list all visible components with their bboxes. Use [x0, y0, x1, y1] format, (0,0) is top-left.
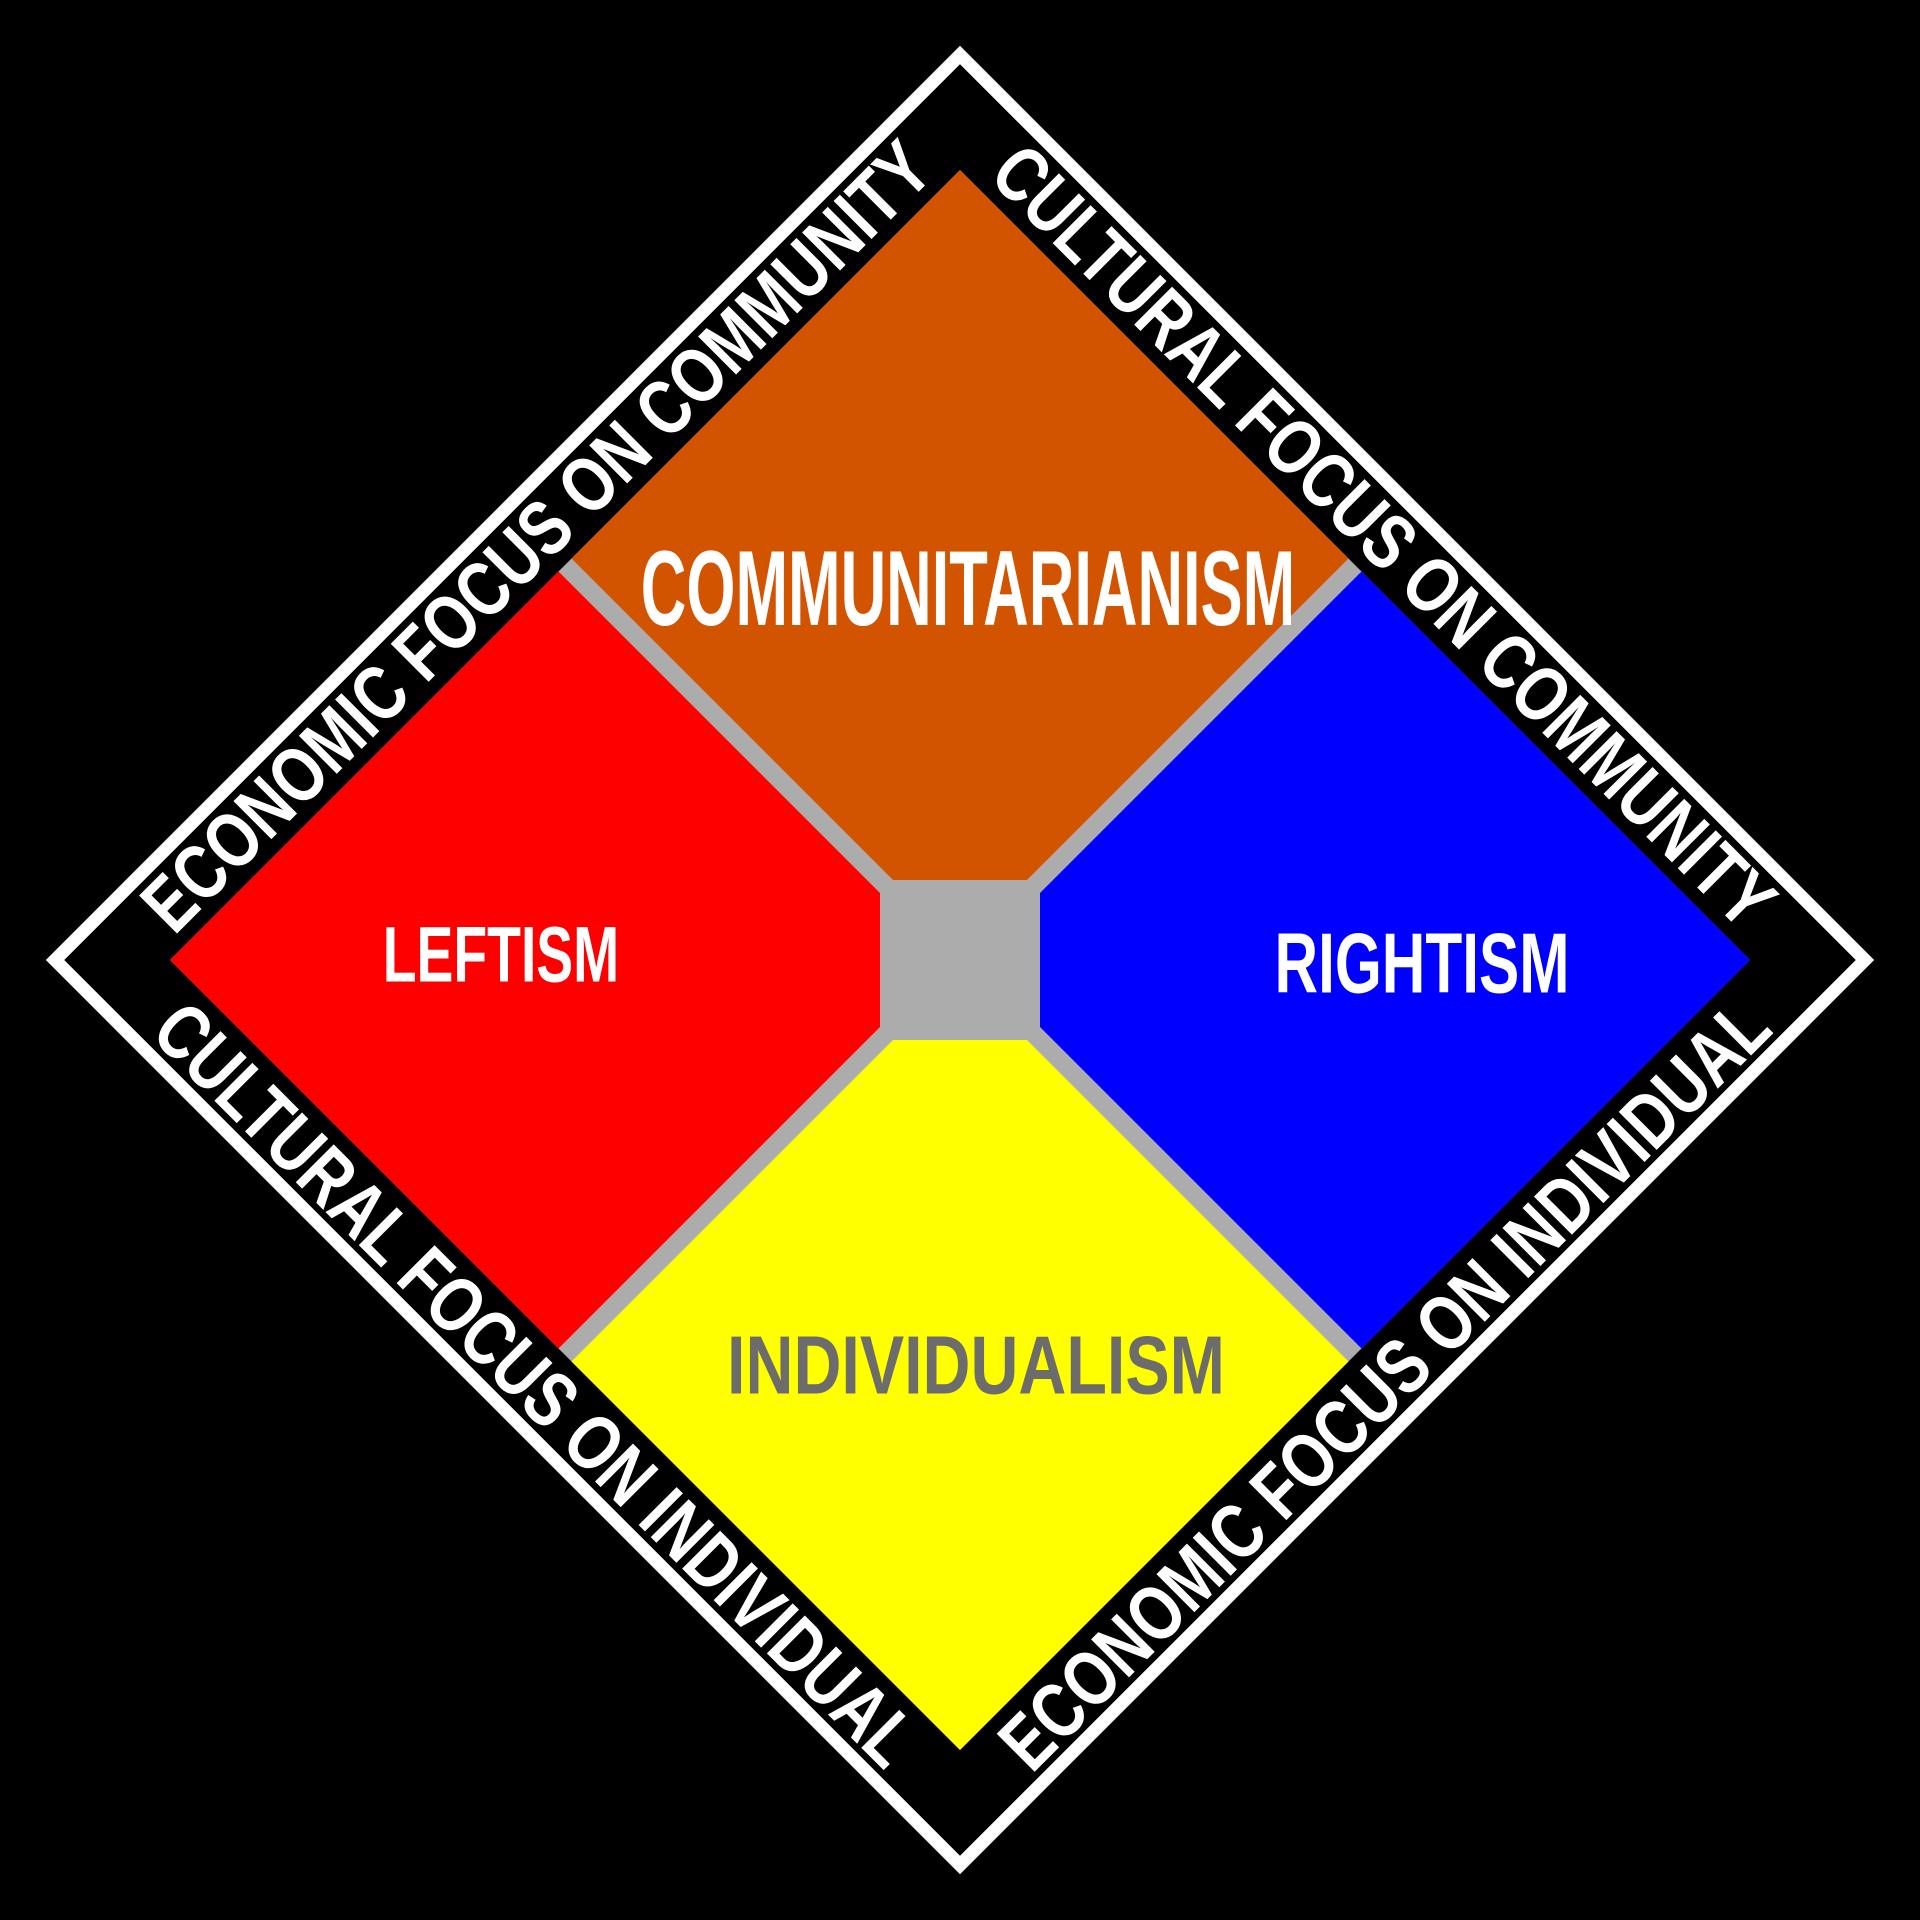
quadrant-rightism [1040, 571, 1750, 1349]
quadrant-communitarianism [571, 170, 1349, 880]
center-square [880, 880, 1040, 1040]
label-rightism: RIGHTISM [1275, 915, 1570, 1011]
label-individualism: INDIVIDUALISM [727, 1319, 1225, 1412]
label-communitarianism: COMMUNITARIANISM [641, 528, 1295, 649]
diamond-outline [45, 45, 1875, 1875]
quadrant-leftism [170, 571, 880, 1349]
label-leftism: LEFTISM [383, 911, 619, 999]
quadrant-individualism [571, 1040, 1349, 1750]
